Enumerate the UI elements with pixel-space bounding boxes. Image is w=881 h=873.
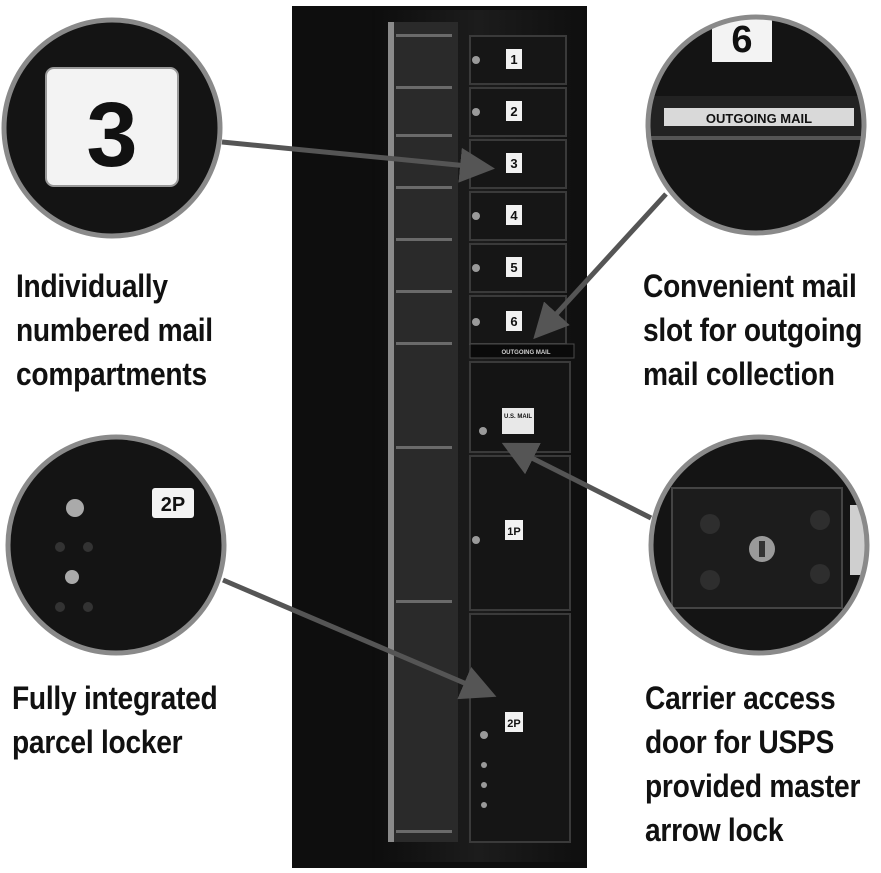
- callout-parcel-locker: 2P: [5, 434, 227, 656]
- carrier-access-door: [469, 361, 571, 453]
- caption-line: Carrier access: [645, 680, 836, 716]
- arrow-lock: [479, 427, 487, 435]
- caption-carrier-door: Carrier access door for USPS provided ma…: [645, 676, 860, 852]
- arrow-to-carrier-door: [501, 442, 653, 521]
- compartment-number: 3: [510, 156, 517, 171]
- number-three-label: 3: [86, 84, 137, 186]
- arrow-to-parcel-locker: [222, 577, 497, 700]
- caption-line: compartments: [16, 356, 207, 392]
- parcel-locker-label: 1P: [507, 526, 520, 538]
- parcel-locker-label: 2P: [507, 718, 520, 730]
- caption-line: numbered mail: [16, 312, 213, 348]
- caption-line: arrow lock: [645, 812, 784, 848]
- compartment-number: 6: [510, 314, 517, 329]
- compartment-number: 2: [510, 104, 517, 119]
- compartment-number: 5: [510, 260, 517, 275]
- compartment-locks: [472, 56, 480, 326]
- caption-line: Individually: [16, 268, 168, 304]
- mailbox-cabinet: 1 2 3 4 5 6 OUTGOING MAIL U.S. MAIL 1P 2…: [292, 6, 587, 868]
- caption-line: slot for outgoing: [643, 312, 863, 348]
- callout-arrows: [221, 139, 668, 700]
- arrow-to-compartment: [221, 139, 495, 183]
- caption-outgoing-slot: Convenient mail slot for outgoing mail c…: [643, 264, 862, 396]
- caption-parcel-locker: Fully integrated parcel locker: [12, 676, 218, 764]
- callout-arrow-lock: [648, 434, 870, 656]
- outgoing-slot-label: OUTGOING MAIL: [502, 350, 551, 356]
- compartment-door: [469, 35, 567, 85]
- caption-line: parcel locker: [12, 724, 183, 760]
- open-door: [388, 22, 458, 842]
- caption-line: mail collection: [643, 356, 835, 392]
- compartment-number: 1: [510, 52, 517, 67]
- caption-line: provided master: [645, 768, 861, 804]
- parcel-callout-label: 2P: [161, 494, 185, 516]
- outgoing-number-label: 6: [731, 19, 752, 61]
- carrier-door-plate: [502, 408, 534, 434]
- arrow-to-outgoing-slot: [533, 192, 668, 340]
- caption-numbered-compartments: Individually numbered mail compartments: [16, 264, 213, 396]
- callout-number-plate: 3: [1, 17, 223, 239]
- caption-line: Fully integrated: [12, 680, 218, 716]
- caption-line: door for USPS: [645, 724, 835, 760]
- compartment-number: 4: [510, 208, 518, 223]
- compartment-door: [469, 87, 567, 137]
- carrier-door-label: U.S. MAIL: [504, 414, 532, 420]
- caption-line: Convenient mail: [643, 268, 857, 304]
- outgoing-mail-slot: [469, 343, 575, 359]
- callout-outgoing-slot: 6 OUTGOING MAIL: [645, 14, 867, 236]
- outgoing-mail-label: OUTGOING MAIL: [706, 111, 812, 126]
